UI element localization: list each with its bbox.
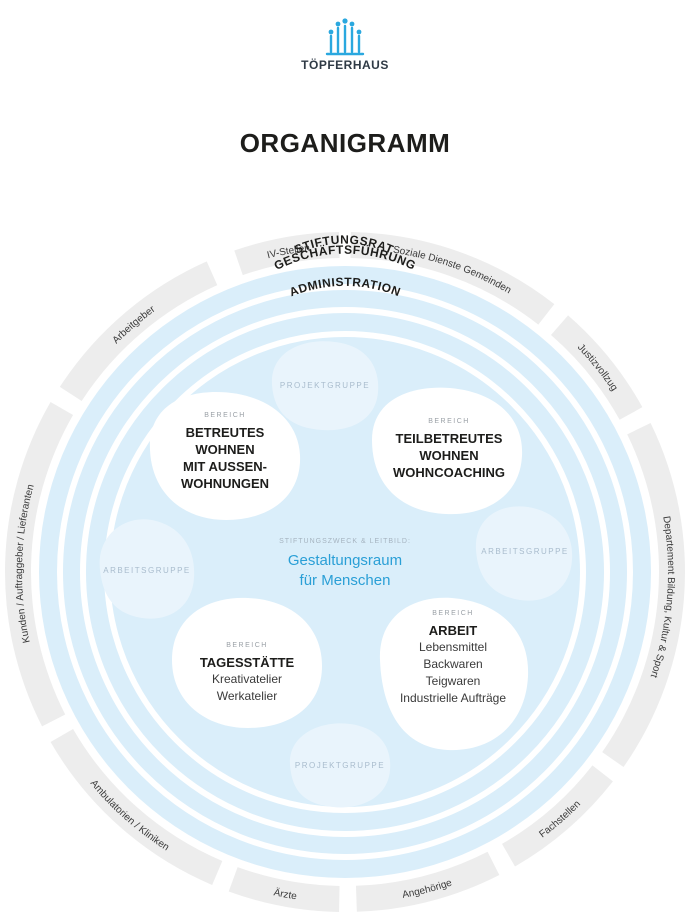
area-title-line: WOHNEN [419,448,479,463]
area-kicker: BEREICH [432,610,474,617]
area-title-line: ARBEIT [428,623,478,638]
area-blob-teilbetreutes-wohnen [372,387,523,515]
projektgruppe-bottom-label: PROJEKTGRUPPE [294,761,386,770]
area-item: Industrielle Aufträge [399,691,507,705]
page-title: ORGANIGRAMM [239,128,451,158]
area-blob-tagesstaette [172,597,322,728]
center-mission: STIFTUNGSZWECK & LEITBILD: Gestaltungsra… [235,538,455,591]
outer-ring-segment [228,867,340,912]
area-title-line: TAGESSTÄTTE [199,655,295,670]
area-item: Teigwaren [425,674,481,688]
area-item: Lebensmittel [418,640,488,654]
outer-ring-segment [355,851,500,912]
projektgruppe-bottom-blob [289,723,391,808]
outer-ring-segment [5,402,74,727]
topferhaus-logo-icon [325,18,365,56]
area-blob-arbeit [379,597,529,751]
area-title-line: WOHNUNGEN [180,476,270,491]
center-kicker: STIFTUNGSZWECK & LEITBILD: [279,538,411,545]
area-arbeit: BEREICH ARBEIT Lebensmittel Backwaren Te… [378,610,528,707]
arbeitsgruppe-right-label: ARBEITSGRUPPE [481,547,569,556]
area-betreutes-wohnen: BEREICH BETREUTES WOHNEN MIT AUSSEN- WOH… [160,412,290,492]
area-tagesstaette: BEREICH TAGESSTÄTTE Kreativatelier Werka… [172,642,322,705]
area-title-line: BETREUTES [185,425,265,440]
area-blob-betreutes-wohnen [149,392,301,520]
outer-ring-segment [350,232,555,325]
area-item: Backwaren [423,657,483,671]
center-line-2: für Menschen [299,572,391,589]
area-title-line: WOHNCOACHING [393,465,505,480]
arbeitsgruppe-right-blob [475,506,573,601]
area-item: Kreativatelier [211,672,283,686]
area-kicker: BEREICH [428,418,470,425]
outer-ring-segment [551,315,643,420]
area-title-line: TEILBETREUTES [395,431,503,446]
area-item: Werkatelier [216,689,278,703]
projektgruppe-top-label: PROJEKTGRUPPE [279,381,371,390]
arbeitsgruppe-left-label: ARBEITSGRUPPE [103,566,191,575]
area-title-line: WOHNEN [195,442,255,457]
outer-ring-segment [234,232,340,276]
center-line-1: Gestaltungsraum [287,552,403,569]
area-kicker: BEREICH [226,642,268,649]
arbeitsgruppe-left-blob [99,519,195,619]
area-kicker: BEREICH [204,412,246,419]
outer-ring-segment [502,765,613,867]
brand-name: TÖPFERHAUS [301,58,389,72]
area-title-line: MIT AUSSEN- [182,459,268,474]
projektgruppe-top-blob [271,341,379,431]
outer-ring-segment [602,422,686,768]
outer-ring-segment [50,729,223,885]
area-teilbetreutes-wohnen: BEREICH TEILBETREUTES WOHNEN WOHNCOACHIN… [374,418,524,481]
outer-ring-segment [59,261,218,401]
